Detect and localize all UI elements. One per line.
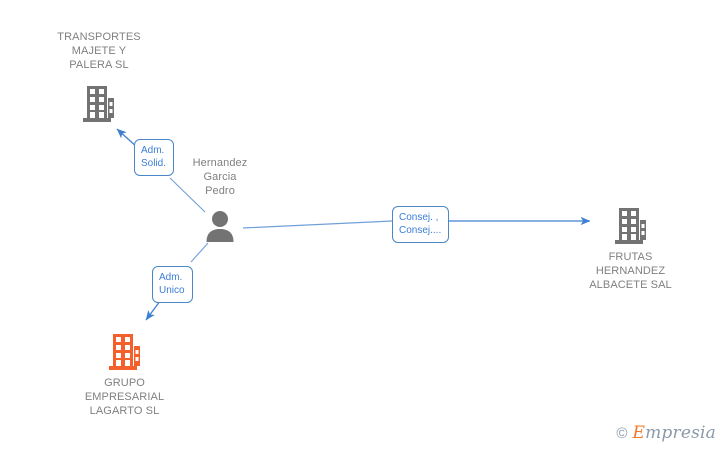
copyright-icon: © <box>616 425 628 442</box>
brand-rest: mpresia <box>645 423 716 443</box>
watermark: © Empresia <box>616 425 716 442</box>
brand-initial: E <box>632 423 646 443</box>
brand-logo: Empresia <box>632 425 716 442</box>
edge-chip-consej[interactable]: Consej. , Consej.... <box>392 206 449 243</box>
person-icon <box>205 210 235 242</box>
building-icon <box>82 84 116 124</box>
edge-chip-adm-solid[interactable]: Adm. Solid. <box>134 139 174 176</box>
node-label-transportes: TRANSPORTES MAJETE Y PALERA SL <box>57 31 141 71</box>
node-label-persona: Hernandez Garcia Pedro <box>192 157 248 197</box>
node-label-frutas: FRUTAS HERNANDEZ ALBACETE SAL <box>589 251 672 291</box>
node-label-lagarto: GRUPO EMPRESARIAL LAGARTO SL <box>84 377 165 417</box>
edge-chip-adm-unico[interactable]: Adm. Unico <box>152 266 193 303</box>
building-icon <box>108 332 142 372</box>
building-icon <box>614 206 648 246</box>
